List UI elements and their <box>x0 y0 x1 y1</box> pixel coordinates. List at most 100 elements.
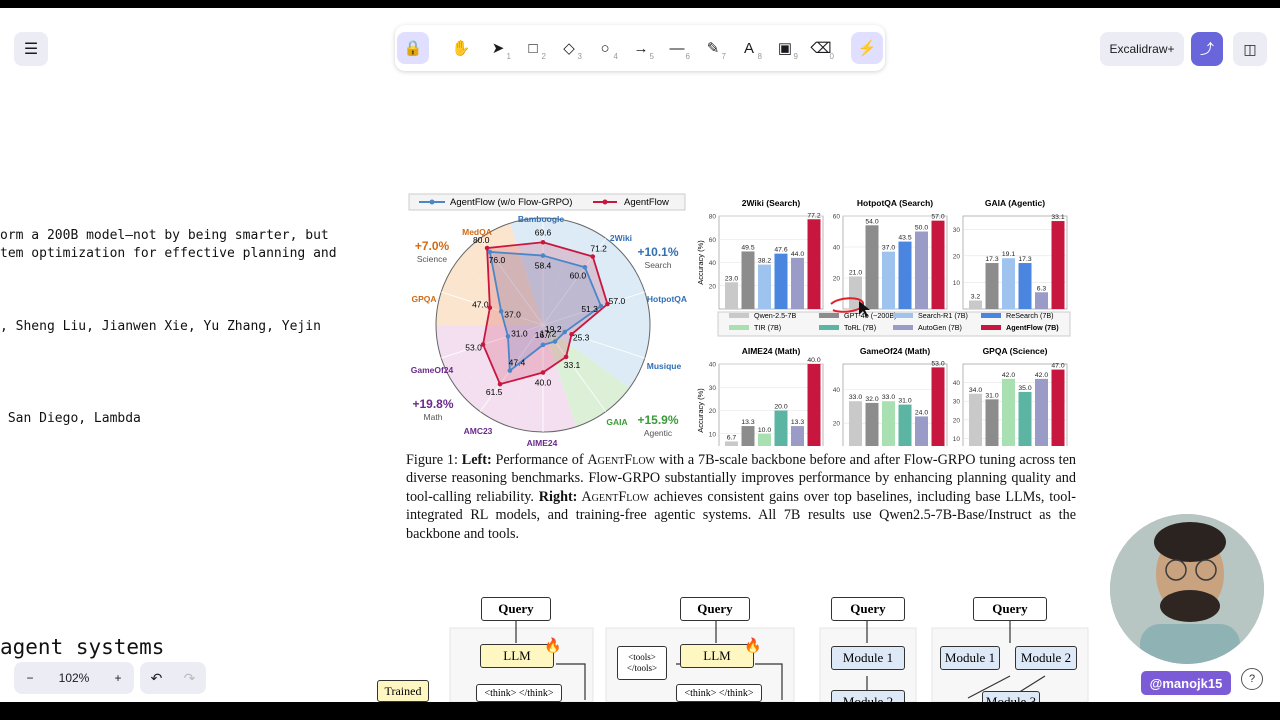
bar-tick-label: 40 <box>833 387 841 394</box>
radar-agentflow-series-point <box>563 354 569 360</box>
radar-agentflow-series-point <box>497 381 503 387</box>
radar-spoke <box>542 238 607 326</box>
bar-tick-label: 20 <box>709 408 717 415</box>
bar-value-label: 3.2 <box>971 293 981 300</box>
bar-value-label: 47.0 <box>1051 363 1064 370</box>
radar-axis-label: AIME24 <box>527 438 558 446</box>
canvas-authors[interactable]: , Sheng Liu, Jianwen Xie, Yu Zhang, Yeji… <box>0 319 321 334</box>
radar-axis-label: Bamboogle <box>518 214 565 224</box>
red-annotation <box>830 297 864 313</box>
canvas-heading[interactable]: agent systems <box>0 635 165 659</box>
bar-value-label: 33.0 <box>849 394 862 401</box>
tool-lock[interactable]: 🔒 <box>397 32 429 64</box>
radar-agentflow-label: 33.1 <box>564 360 581 370</box>
bar-gpt <box>865 225 879 309</box>
library-button[interactable]: ◫ <box>1233 32 1267 66</box>
bar-charts[interactable]: 2Wiki (Search)2040608023.049.538.247.644… <box>693 184 1080 446</box>
bar-value-label: 20.0 <box>774 404 787 411</box>
radar-baseline-label: 16.7 <box>535 330 552 340</box>
flow-module1-b[interactable]: Module 1 <box>940 646 1000 670</box>
share-button[interactable]: ⤴ <box>1191 32 1223 66</box>
bar-value-label: 42.0 <box>1035 372 1048 379</box>
flow-module3[interactable]: Module 3 <box>982 691 1040 702</box>
flow-query-2[interactable]: Query <box>680 597 750 621</box>
radar-agentflow-series-point <box>569 331 574 337</box>
tool-laser[interactable]: ⚡ <box>851 32 883 64</box>
tool-diamond[interactable]: ◇3 <box>553 32 585 64</box>
flow-query-4[interactable]: Query <box>973 597 1047 621</box>
radar-axis-label: GameOf24 <box>411 365 454 375</box>
bar-tir <box>882 401 895 446</box>
flow-module2-b[interactable]: Module 2 <box>1015 646 1077 670</box>
flow-think-1[interactable]: <think> </think> <box>476 684 562 702</box>
radar-baseline-label: 47.4 <box>509 358 526 368</box>
tool-selection[interactable]: ➤1 <box>482 32 514 64</box>
radar-agentflow-label: 53.0 <box>465 343 482 353</box>
bar-value-label: 19.1 <box>1002 251 1015 258</box>
redo-icon[interactable]: ↷ <box>183 669 196 686</box>
radar-baseline-series-point <box>507 368 513 373</box>
bar-panel: HotpotQA (Search)20406021.054.037.043.55… <box>833 198 948 310</box>
tool-draw[interactable]: ✎7 <box>697 32 729 64</box>
radar-sector <box>543 325 630 427</box>
legend-swatch <box>981 313 1001 318</box>
fire-icon: 🔥 <box>744 637 762 653</box>
help-icon: ? <box>1248 673 1256 685</box>
person-avatar <box>1110 514 1264 664</box>
tool-arrow[interactable]: →5 <box>625 32 657 64</box>
radar-agentflow-series-point <box>480 342 486 347</box>
tool-line[interactable]: —6 <box>661 32 693 64</box>
bar-tick-label: 20 <box>833 421 841 428</box>
bar-qwen <box>849 276 862 309</box>
bar-gpt <box>865 402 879 446</box>
radar-baseline-label: 76.0 <box>489 255 506 265</box>
hand-icon: ✋ <box>451 40 471 57</box>
tool-ellipse[interactable]: ○4 <box>589 32 621 64</box>
tool-image[interactable]: ▣9 <box>769 32 801 64</box>
tool-hand[interactable]: ✋ <box>445 32 477 64</box>
bar-search <box>1002 258 1015 309</box>
flow-module2-a[interactable]: Module 2 <box>831 690 905 702</box>
bar-agentflow <box>931 367 945 446</box>
tool-eraser[interactable]: ⌫0 <box>805 32 837 64</box>
tool-shortcut: 4 <box>613 52 618 61</box>
flow-query-3[interactable]: Query <box>831 597 905 621</box>
flow-think-2[interactable]: <think> </think> <box>676 684 762 702</box>
flow-tools[interactable]: <tools> </tools> <box>617 646 667 680</box>
bar-value-label: 13.3 <box>791 419 804 426</box>
bar-value-label: 38.2 <box>758 258 771 265</box>
cursor-icon <box>859 301 870 317</box>
flow-trained-legend[interactable]: Trained <box>377 680 429 702</box>
radar-baseline-series-point <box>540 253 546 258</box>
flow-llm-1[interactable]: LLM <box>480 644 554 668</box>
main-menu-button[interactable]: ☰ <box>14 32 48 66</box>
bar-agentflow <box>1051 369 1065 446</box>
radar-baseline-label: 37.0 <box>504 309 521 319</box>
bar-tick-label: 20 <box>833 276 841 283</box>
canvas-text-line1[interactable]: orm a 200B model—not by being smarter, b… <box>0 228 329 243</box>
flow-llm-2[interactable]: LLM <box>680 644 754 668</box>
radar-agentflow-label: 71.2 <box>590 243 607 253</box>
zoom-level[interactable]: 102% <box>58 671 90 685</box>
bar-panel: GPQA (Science)1020304034.031.042.035.042… <box>953 346 1068 446</box>
bar-panel-title: HotpotQA (Search) <box>857 198 933 208</box>
excalidraw-plus-button[interactable]: Excalidraw+ <box>1100 32 1184 66</box>
help-button[interactable]: ? <box>1241 668 1263 690</box>
zoom-in-button[interactable]: + <box>114 671 122 685</box>
undo-icon[interactable]: ↶ <box>150 669 163 686</box>
flow-query-1[interactable]: Query <box>481 597 551 621</box>
zoom-out-button[interactable]: − <box>26 671 34 685</box>
flow-module1-a[interactable]: Module 1 <box>831 646 905 670</box>
bar-panel-frame <box>842 363 948 446</box>
radar-baseline-series-point <box>498 309 504 314</box>
radar-baseline-label: 51.3 <box>581 304 598 314</box>
radar-agentflow-label: 25.3 <box>573 332 590 342</box>
bar-tir <box>758 433 771 446</box>
canvas-affiliation[interactable]: San Diego, Lambda <box>0 411 141 426</box>
canvas-text-line2[interactable]: tem optimization for effective planning … <box>0 246 337 261</box>
tool-rectangle[interactable]: □2 <box>517 32 549 64</box>
radar-chart[interactable]: AgentFlow (w/o Flow-GRPO)AgentFlow69.671… <box>405 184 695 446</box>
